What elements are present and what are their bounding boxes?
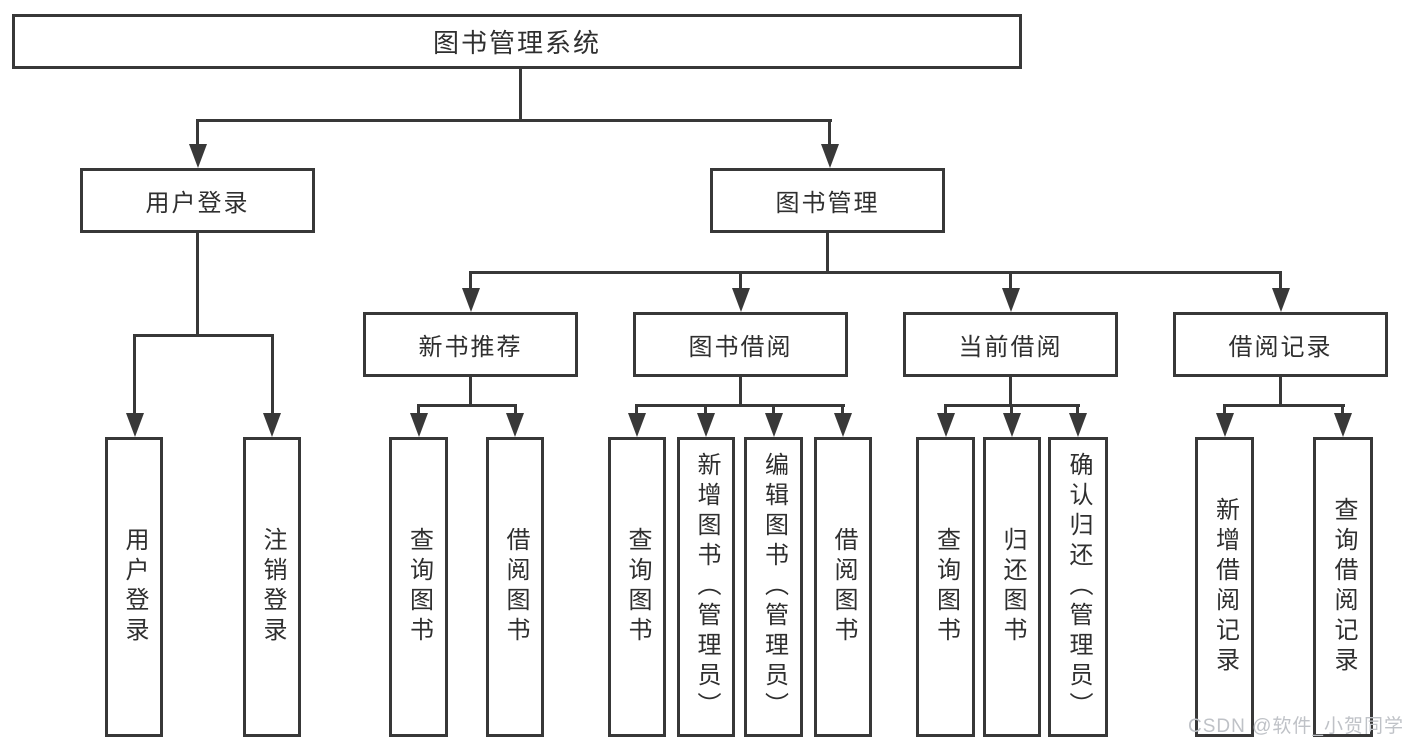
leaf-query-books-borrowing: 查询图书 [608, 437, 666, 737]
leaf-query-borrow-record: 查询借阅记录 [1313, 437, 1373, 737]
csdn-watermark: CSDN @软件_小贺同学 [1188, 716, 1404, 737]
arrowhead-book-borrowing [732, 288, 750, 312]
connector-mgmt-stem [826, 233, 829, 274]
connector-g1-rail [417, 404, 517, 407]
connector-leaf-drop [772, 404, 775, 416]
node-label: 当前借阅 [958, 334, 1063, 361]
connector-leaf-drop [841, 404, 844, 416]
leaf-label: 借阅图书 [830, 527, 857, 647]
connector-leaf-drop [417, 404, 420, 416]
arrowhead-leaf [1069, 413, 1087, 437]
connector-user-login-drop [196, 119, 199, 149]
node-label: 新书推荐 [418, 334, 523, 361]
leaf-label: 新增借阅记录 [1211, 497, 1239, 677]
node-label: 用户登录 [145, 190, 250, 217]
connector-l3-drop [1279, 271, 1282, 290]
leaf-label: 注销登录 [259, 527, 286, 647]
leaf-logout: 注销登录 [243, 437, 301, 737]
connector-leaf-drop [514, 404, 517, 416]
connector-leaf-drop [133, 334, 136, 416]
arrowhead-leaf [628, 413, 646, 437]
leaf-query-books-recommend: 查询图书 [389, 437, 448, 737]
node-book-borrowing: 图书借阅 [633, 312, 848, 377]
arrowhead-leaf [410, 413, 428, 437]
leaf-label: 查询图书 [624, 527, 651, 647]
arrowhead-leaf [1334, 413, 1352, 437]
leaf-borrow-books-recommend: 借阅图书 [486, 437, 544, 737]
node-user-login: 用户登录 [80, 168, 315, 233]
connector-level3-rail [469, 271, 1282, 274]
leaf-label: 编辑图书（管理员） [760, 452, 788, 722]
connector-g3-stem [1009, 377, 1012, 407]
connector-book-mgmt-drop [828, 119, 831, 149]
node-book-management: 图书管理 [710, 168, 945, 233]
connector-g1-stem [469, 377, 472, 407]
arrowhead-borrow-records [1272, 288, 1290, 312]
leaf-label: 归还图书 [999, 527, 1026, 647]
connector-leaf-drop [635, 404, 638, 416]
connector-g4-rail [1223, 404, 1345, 407]
arrowhead-leaf [263, 413, 281, 437]
connector-leaf-drop [271, 334, 274, 416]
leaf-confirm-return-admin: 确认归还（管理员） [1048, 437, 1108, 737]
connector-leaf-drop [944, 404, 947, 416]
arrowhead-leaf [697, 413, 715, 437]
connector-leaf-drop [1010, 404, 1013, 416]
connector-l3-drop [469, 271, 472, 290]
arrowhead-current-borrowing [1002, 288, 1020, 312]
node-library-system: 图书管理系统 [12, 14, 1022, 69]
arrowhead-user-login [189, 144, 207, 168]
arrowhead-leaf [834, 413, 852, 437]
connector-g2-rail [635, 404, 845, 407]
node-label: 图书管理系统 [432, 28, 601, 58]
node-label: 图书管理 [775, 190, 880, 217]
leaf-borrow-books-borrowing: 借阅图书 [814, 437, 872, 737]
connector-login-rail [133, 334, 274, 337]
arrowhead-leaf [765, 413, 783, 437]
node-label: 借阅记录 [1228, 334, 1333, 361]
arrowhead-book-mgmt [821, 144, 839, 168]
leaf-label: 新增图书（管理员） [693, 452, 720, 722]
leaf-label: 查询借阅记录 [1330, 497, 1357, 677]
connector-leaf-drop [1341, 404, 1344, 416]
leaf-add-books-admin: 新增图书（管理员） [677, 437, 735, 737]
connector-login-stem [196, 233, 199, 337]
leaf-label: 确认归还（管理员） [1065, 452, 1092, 722]
connector-g2-stem [739, 377, 742, 407]
leaf-user-login: 用户登录 [105, 437, 163, 737]
leaf-label: 借阅图书 [502, 527, 529, 647]
arrowhead-new-book-rec [462, 288, 480, 312]
connector-leaf-drop [1223, 404, 1226, 416]
connector-level2-rail [196, 119, 832, 122]
connector-g4-stem [1279, 377, 1282, 407]
node-label: 图书借阅 [688, 334, 793, 361]
leaf-query-books-current: 查询图书 [916, 437, 975, 737]
connector-l3-drop [739, 271, 742, 290]
arrowhead-leaf [1216, 413, 1234, 437]
connector-leaf-drop [1076, 404, 1079, 416]
connector-l3-drop [1009, 271, 1012, 290]
arrowhead-leaf [937, 413, 955, 437]
connector-leaf-drop [704, 404, 707, 416]
node-current-borrowing: 当前借阅 [903, 312, 1118, 377]
node-new-book-recommend: 新书推荐 [363, 312, 578, 377]
arrowhead-leaf [506, 413, 524, 437]
leaf-add-borrow-record: 新增借阅记录 [1195, 437, 1254, 737]
leaf-return-books: 归还图书 [983, 437, 1041, 737]
leaf-edit-books-admin: 编辑图书（管理员） [744, 437, 803, 737]
leaf-label: 查询图书 [405, 527, 433, 647]
leaf-label: 用户登录 [121, 527, 148, 647]
node-borrow-records: 借阅记录 [1173, 312, 1388, 377]
connector-root-stem [519, 68, 522, 122]
leaf-label: 查询图书 [932, 527, 960, 647]
arrowhead-leaf [1003, 413, 1021, 437]
arrowhead-leaf [126, 413, 144, 437]
